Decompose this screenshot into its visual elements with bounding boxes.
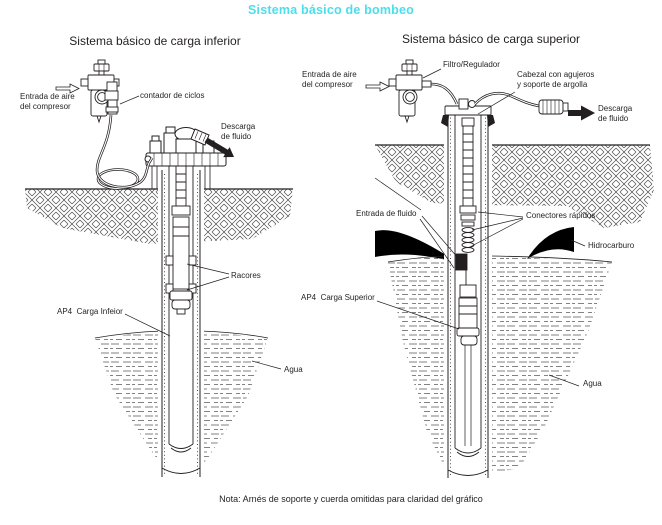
right-pump-assembly — [455, 117, 480, 446]
hose-coil — [96, 168, 140, 190]
hydrocarbon-layer — [375, 227, 574, 263]
right-leader-lines — [374, 68, 586, 387]
label-fittings: Racores — [231, 271, 261, 280]
right-water — [387, 255, 613, 472]
label-left-pump-model: AP4 Carga Infeior — [57, 307, 123, 316]
discharge-arrow-icon — [568, 105, 595, 121]
label-fluid-inlet: Entrada de fluido — [356, 209, 417, 218]
air-inlet-arrow-icon — [55, 83, 80, 94]
label-left-air-inlet: Entrada de aire del compresor — [20, 92, 75, 111]
cycle-counter-device — [106, 81, 118, 92]
label-quick-connectors: Conectores rápidos — [526, 211, 596, 220]
left-pump-assembly — [165, 140, 197, 315]
air-inlet-arrow-icon — [365, 81, 390, 92]
label-right-discharge: Descarga de fluido — [598, 104, 633, 123]
label-right-pump-model: AP4 Carga Superior — [301, 293, 375, 302]
discharge-fitting — [538, 99, 569, 115]
left-leader-lines — [119, 95, 282, 370]
left-subtitle: Sistema básico de carga inferior — [69, 34, 241, 48]
right-filter-regulator — [388, 59, 432, 124]
left-filter-regulator — [80, 59, 120, 124]
label-filter-regulator: Filtro/Regulador — [443, 60, 500, 69]
page-title: Sistema básico de bombeo — [248, 3, 414, 17]
right-subtitle: Sistema básico de carga superior — [401, 32, 581, 46]
right-hoses — [430, 82, 540, 108]
right-well-casing — [447, 107, 489, 478]
label-cycle-counter: contador de ciclos — [140, 91, 205, 100]
label-right-air-inlet: Entrada de aire del compresor — [302, 70, 357, 89]
left-well-head — [144, 126, 227, 189]
left-diagram — [25, 59, 293, 480]
air-hose — [95, 114, 154, 189]
label-left-water: Agua — [284, 365, 303, 374]
label-hydrocarbon: Hidrocarburo — [588, 241, 635, 250]
discharge-arrow-icon — [204, 137, 234, 158]
label-head: Cabezal con agujeros y soporte de argoll… — [517, 70, 595, 89]
label-left-discharge: Descarga de fluido — [221, 122, 256, 141]
label-right-water: Agua — [583, 379, 602, 388]
right-diagram — [365, 59, 654, 480]
footnote: Nota: Arnés de soporte y cuerda omitidas… — [219, 494, 483, 504]
